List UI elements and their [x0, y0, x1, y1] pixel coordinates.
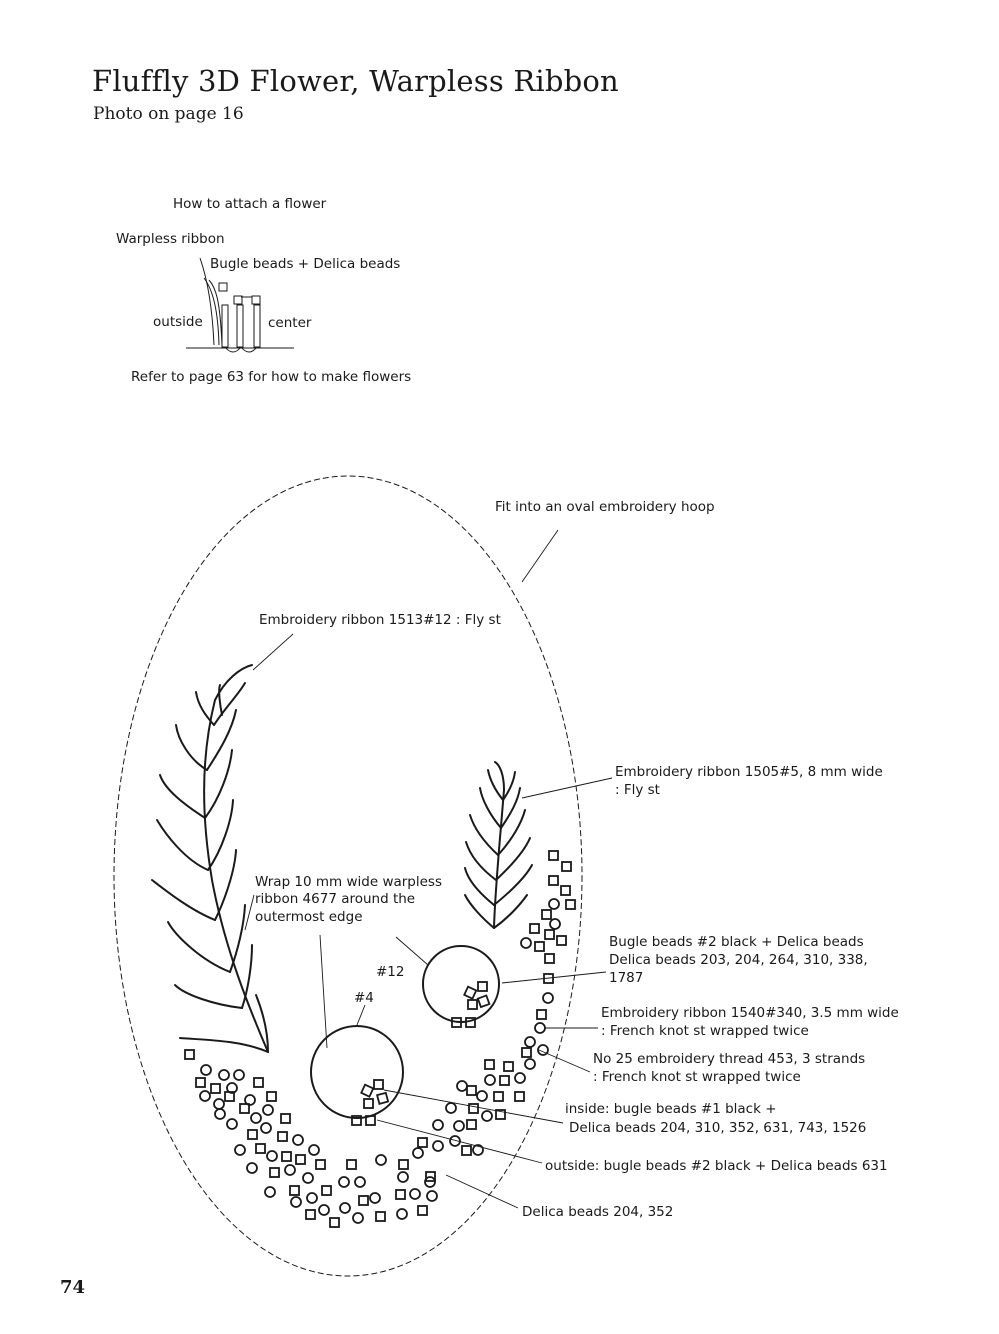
flower-4-label: #4: [354, 990, 374, 1006]
right-bead-trail: [412, 850, 576, 1159]
bottom-left-bead-cluster: [184, 1049, 438, 1228]
bugle-delica-label: Bugle beads + Delica beads: [210, 256, 401, 272]
page-title: Fluffly 3D Flower, Warpless Ribbon: [92, 64, 619, 98]
large-fern: [151, 664, 269, 1053]
flower-4: [310, 1025, 404, 1119]
inside-beads-label-line1: inside: bugle beads #1 black +: [565, 1101, 777, 1117]
outside-label: outside: [153, 314, 203, 330]
hoop-label: Fit into an oval embroidery hoop: [495, 499, 715, 515]
inside-beads-label-line2: Delica beads 204, 310, 352, 631, 743, 15…: [569, 1120, 867, 1136]
leader-lines: [244, 529, 613, 1209]
flower-12-beads: [451, 981, 491, 1028]
oval-hoop: [113, 475, 583, 1277]
warpless-ribbon-label: Warpless ribbon: [116, 231, 225, 247]
ribbon-1505-label-line1: Embroidery ribbon 1505#5, 8 mm wide: [615, 764, 883, 780]
page-number: 74: [60, 1277, 86, 1298]
small-fern: [464, 761, 533, 929]
attach-flower-diagram: [186, 257, 294, 353]
thread-453-label-line1: No 25 embroidery thread 453, 3 strands: [593, 1051, 866, 1067]
outside-beads-label: outside: bugle beads #2 black + Delica b…: [545, 1158, 888, 1174]
wrap-label-line2: ribbon 4677 around the: [255, 891, 416, 907]
wrap-label-line1: Wrap 10 mm wide warpless: [255, 874, 443, 890]
page-subtitle: Photo on page 16: [93, 104, 244, 124]
bugle2-label-line2: Delica beads 203, 204, 264, 310, 338,: [609, 952, 868, 968]
flower-12-label: #12: [376, 964, 405, 980]
ribbon-1513-label: Embroidery ribbon 1513#12 : Fly st: [259, 612, 501, 628]
flower-4-beads: [351, 1079, 390, 1126]
ribbon-1540-label-line2: : French knot st wrapped twice: [601, 1023, 809, 1039]
wrap-label-line3: outermost edge: [255, 909, 363, 925]
reference-note: Refer to page 63 for how to make flowers: [131, 369, 412, 385]
ribbon-1505-label-line2: : Fly st: [615, 782, 660, 798]
delica-beads-label: Delica beads 204, 352: [522, 1204, 674, 1220]
ribbon-1540-label-line1: Embroidery ribbon 1540#340, 3.5 mm wide: [601, 1005, 899, 1021]
bugle2-label-line1: Bugle beads #2 black + Delica beads: [609, 934, 864, 950]
thread-453-label-line2: : French knot st wrapped twice: [593, 1069, 801, 1085]
attach-heading: How to attach a flower: [173, 196, 327, 212]
center-label: center: [268, 315, 312, 331]
bugle2-label-line3: 1787: [609, 970, 644, 986]
